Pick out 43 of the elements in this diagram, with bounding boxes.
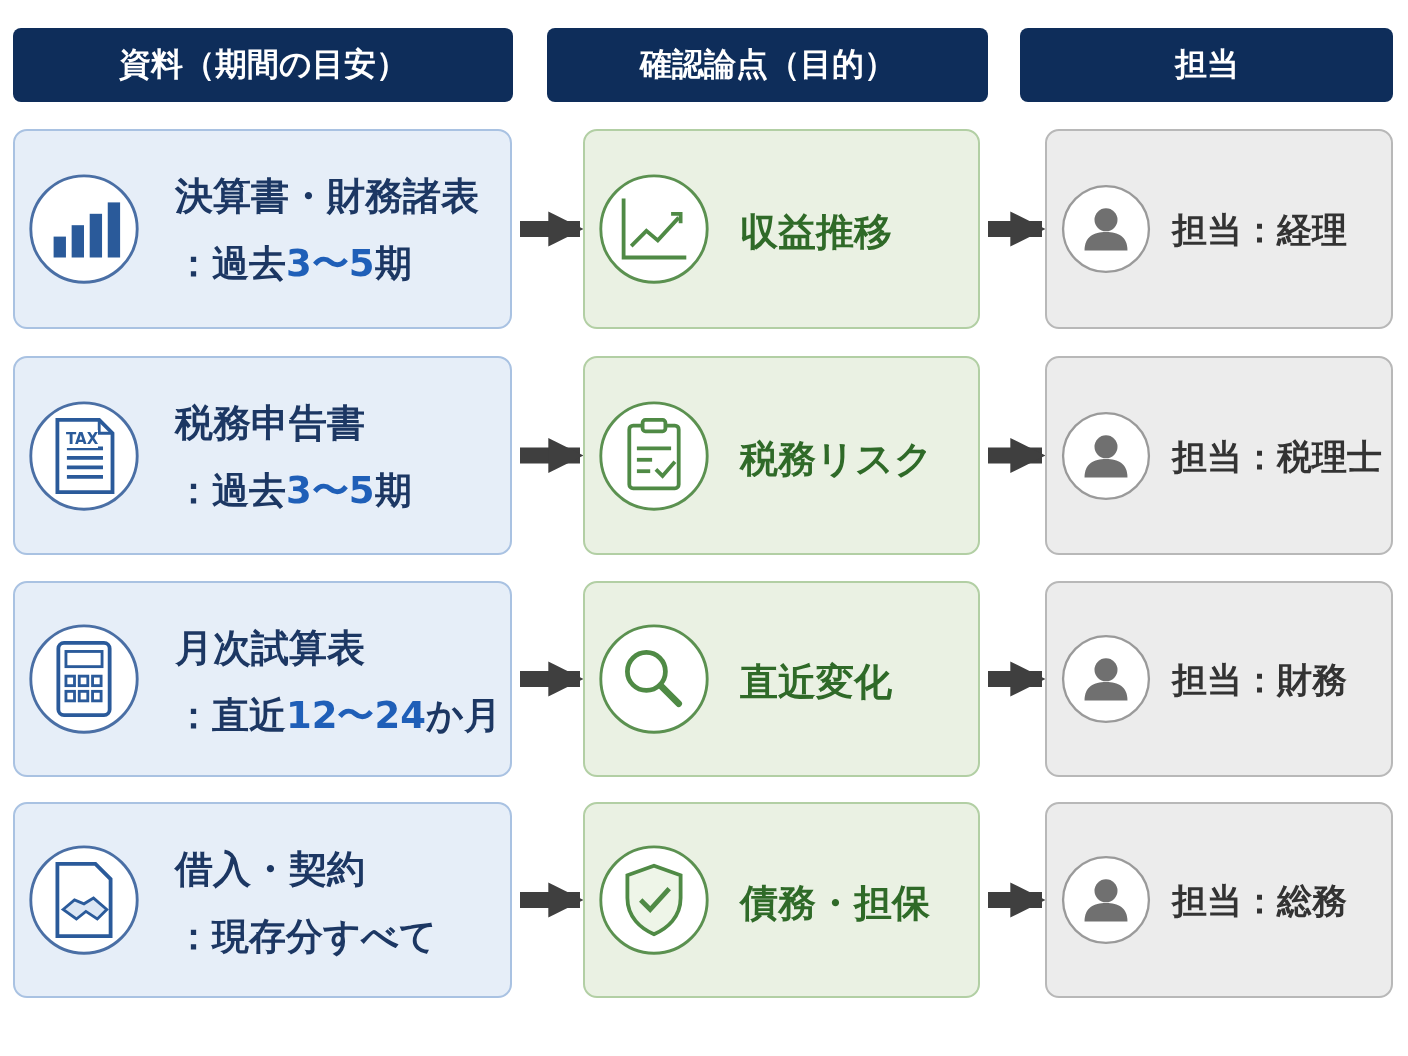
purpose-text: 直近変化 <box>740 659 892 706</box>
period-text: ：過去3〜5期 <box>175 241 412 287</box>
arrow <box>988 661 1046 697</box>
column-header <box>547 28 988 102</box>
header-text: 担当 <box>1174 44 1239 85</box>
owner-card <box>1045 356 1393 555</box>
document-name: 税務申告書 <box>175 400 365 447</box>
owner-text: 担当：経理 <box>1172 209 1347 252</box>
arrow <box>988 882 1046 918</box>
document-card <box>13 802 512 998</box>
document-card <box>13 129 512 329</box>
column-header <box>1020 28 1393 102</box>
purpose-card <box>583 802 980 998</box>
owner-text: 担当：財務 <box>1172 659 1347 702</box>
document-card <box>13 581 512 777</box>
purpose-text: 債務・担保 <box>740 880 930 927</box>
purpose-text: 税務リスク <box>740 435 933 483</box>
document-name: 月次試算表 <box>175 625 365 672</box>
arrow <box>520 437 584 474</box>
owner-card <box>1045 581 1393 777</box>
header-text: 資料（期間の目安） <box>118 44 408 85</box>
owner-card <box>1045 129 1393 329</box>
header-text: 確認論点（目的） <box>639 44 896 85</box>
icon-label: TAX <box>66 430 99 448</box>
period-text: ：現存分すべて <box>175 914 437 960</box>
document-name: 借入・契約 <box>175 846 365 893</box>
period-text: ：過去3〜5期 <box>175 468 412 514</box>
document-name: 決算書・財務諸表 <box>175 173 479 220</box>
purpose-text: 収益推移 <box>740 209 892 256</box>
owner-card <box>1045 802 1393 998</box>
owner-text: 担当：総務 <box>1172 880 1347 923</box>
purpose-card <box>583 356 980 555</box>
arrow <box>520 211 584 247</box>
purpose-card <box>583 581 980 777</box>
arrow <box>520 882 584 918</box>
arrow <box>520 661 584 697</box>
arrow <box>988 211 1046 247</box>
column-header <box>13 28 513 102</box>
owner-text: 担当：税理士 <box>1172 435 1382 479</box>
arrow <box>988 437 1046 474</box>
period-text: ：直近12〜24か月 <box>175 693 501 739</box>
document-card <box>13 356 512 555</box>
purpose-card <box>583 129 980 329</box>
